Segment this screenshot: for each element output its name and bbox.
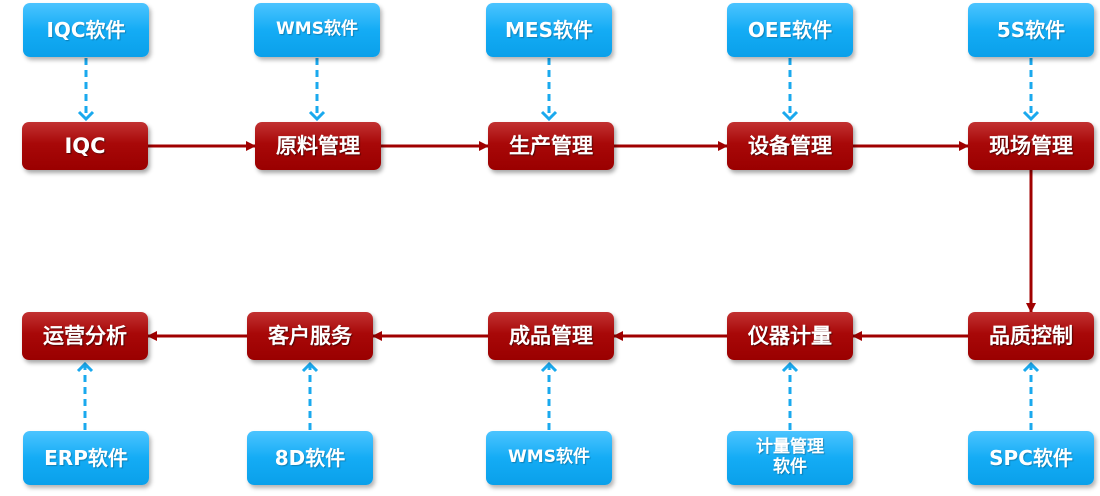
- software-box-wms-top[interactable]: WMS软件: [254, 3, 380, 57]
- link-arrowhead-bottom-3: [540, 361, 558, 373]
- link-arrowhead-top-4: [781, 110, 799, 122]
- process-label: 客户服务: [268, 323, 352, 348]
- software-label: SPC软件: [989, 445, 1073, 470]
- software-label: 8D软件: [274, 445, 346, 470]
- process-box-site[interactable]: 现场管理: [968, 122, 1094, 170]
- software-label: MES软件: [505, 17, 593, 42]
- software-box-erp[interactable]: ERP软件: [23, 431, 149, 485]
- software-box-wms-bottom[interactable]: WMS软件: [486, 431, 612, 485]
- process-box-raw-material[interactable]: 原料管理: [255, 122, 381, 170]
- process-label: 运营分析: [43, 323, 127, 348]
- process-label: 仪器计量: [748, 323, 832, 348]
- process-label: IQC: [64, 133, 106, 158]
- software-box-8d[interactable]: 8D软件: [247, 431, 373, 485]
- process-label: 现场管理: [989, 133, 1073, 158]
- link-arrowhead-top-1: [77, 110, 95, 122]
- link-arrowhead-top-3: [540, 110, 558, 122]
- link-arrowhead-bottom-4: [781, 361, 799, 373]
- process-label: 品质控制: [989, 323, 1073, 348]
- software-label: OEE软件: [747, 17, 833, 42]
- process-box-operations-analysis[interactable]: 运营分析: [22, 312, 148, 360]
- process-label: 设备管理: [748, 133, 832, 158]
- process-box-iqc[interactable]: IQC: [22, 122, 148, 170]
- process-box-quality-control[interactable]: 品质控制: [968, 312, 1094, 360]
- software-label: ERP软件: [44, 445, 128, 470]
- process-box-production[interactable]: 生产管理: [488, 122, 614, 170]
- software-box-mes[interactable]: MES软件: [486, 3, 612, 57]
- software-label: WMS软件: [508, 447, 590, 468]
- process-box-customer-service[interactable]: 客户服务: [247, 312, 373, 360]
- process-box-instrument-metrology[interactable]: 仪器计量: [727, 312, 853, 360]
- process-box-equipment[interactable]: 设备管理: [727, 122, 853, 170]
- software-box-oee[interactable]: OEE软件: [727, 3, 853, 57]
- software-label: WMS软件: [276, 19, 358, 40]
- link-arrowhead-bottom-1: [76, 361, 94, 373]
- process-label: 成品管理: [509, 323, 593, 348]
- process-label: 生产管理: [509, 133, 593, 158]
- software-box-5s[interactable]: 5S软件: [968, 3, 1094, 57]
- process-box-finished-goods[interactable]: 成品管理: [488, 312, 614, 360]
- software-box-iqc[interactable]: IQC软件: [23, 3, 149, 57]
- software-label: IQC软件: [46, 17, 126, 42]
- process-label: 原料管理: [276, 133, 360, 158]
- software-box-spc[interactable]: SPC软件: [968, 431, 1094, 485]
- software-label: 5S软件: [996, 17, 1066, 42]
- link-arrowhead-bottom-2: [301, 361, 319, 373]
- software-label: 计量管理软件: [756, 437, 824, 477]
- link-arrowhead-top-5: [1022, 110, 1040, 122]
- software-box-metrology[interactable]: 计量管理软件: [727, 431, 853, 485]
- link-arrowhead-bottom-5: [1022, 361, 1040, 373]
- link-arrowhead-top-2: [308, 110, 326, 122]
